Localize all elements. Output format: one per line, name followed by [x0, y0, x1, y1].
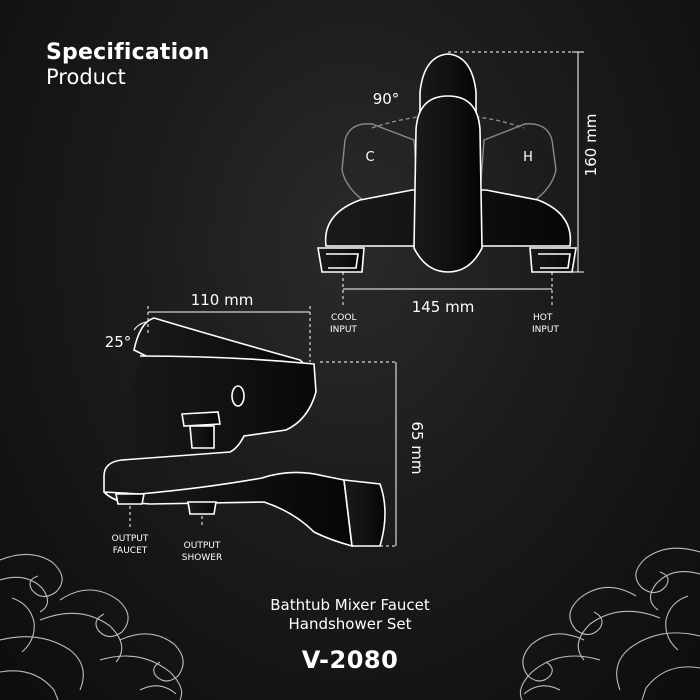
hot-input-label-2: INPUT	[532, 325, 559, 335]
swirl-wave-ornament-right-icon	[519, 547, 700, 700]
output-shower-label-1: OUTPUT	[184, 541, 221, 551]
cold-mark: C	[365, 150, 374, 165]
product-name-line-1: Bathtub Mixer Faucet	[270, 596, 430, 614]
side-view: 110 mm 25° 65 mm OUTPUT FAUCET OUTPUT SH…	[103, 291, 426, 563]
output-shower-label-2: SHOWER	[182, 553, 222, 563]
output-faucet-label-1: OUTPUT	[112, 534, 149, 544]
product-name: Bathtub Mixer Faucet Handshower Set	[0, 596, 700, 634]
side-height-label: 65 mm	[408, 421, 426, 474]
front-dimensions	[342, 51, 584, 308]
heading-block: Specification Product	[46, 40, 210, 89]
hot-input-label-1: HOT	[533, 313, 553, 323]
faucet-side-body	[103, 317, 386, 548]
front-width-label: 145 mm	[412, 298, 475, 316]
side-angle-label: 25°	[105, 333, 132, 351]
swirl-wave-ornament-left-icon	[0, 553, 184, 700]
spec-subtitle: Product	[46, 65, 126, 90]
spec-title: Specification	[46, 40, 210, 65]
side-length-label: 110 mm	[191, 291, 254, 309]
product-name-line-2: Handshower Set	[288, 615, 412, 633]
output-faucet-label-2: FAUCET	[113, 546, 148, 556]
faucet-front-body	[317, 53, 577, 273]
cool-input-label-1: COOL	[331, 313, 356, 323]
front-view: C H 90° 160	[317, 51, 600, 335]
hot-mark: H	[523, 150, 533, 165]
front-height-label: 160 mm	[582, 114, 600, 177]
model-number: V-2080	[301, 646, 399, 674]
rotation-angle-label: 90°	[373, 90, 400, 108]
cool-input-label-2: INPUT	[330, 325, 357, 335]
side-dimensions	[129, 306, 397, 547]
